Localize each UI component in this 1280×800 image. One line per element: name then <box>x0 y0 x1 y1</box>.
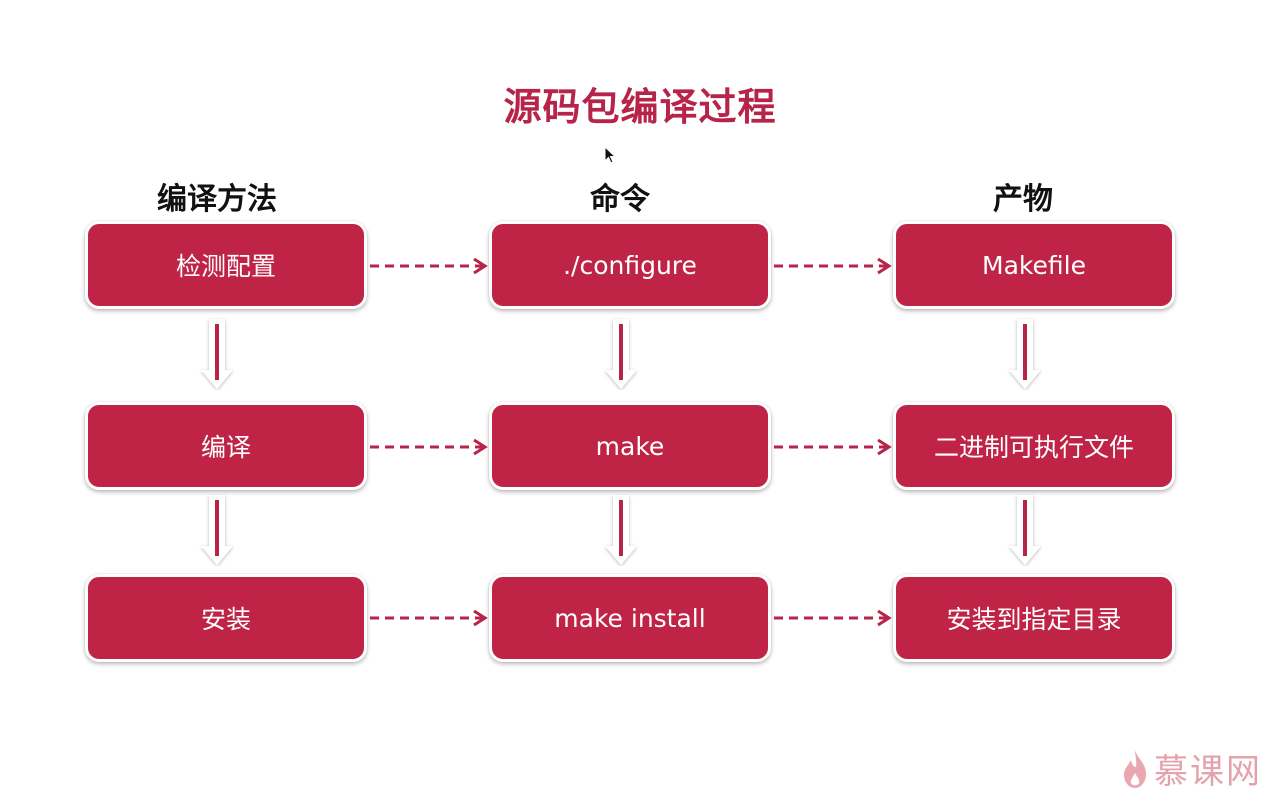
down-arrow-icon <box>201 319 233 389</box>
watermark-logo: 慕课网 <box>1122 744 1262 793</box>
dashed-arrow-right-icon <box>774 609 892 627</box>
mouse-cursor-icon <box>604 146 617 164</box>
column-header-command: 命令 <box>590 182 650 217</box>
column-header-method: 编译方法 <box>157 182 277 217</box>
down-arrow-icon <box>605 319 637 389</box>
logo-text: 慕课网 <box>1154 752 1262 792</box>
down-arrow-icon <box>605 495 637 565</box>
dashed-arrow-right-icon <box>774 257 892 275</box>
box-product-binary: 二进制可执行文件 <box>893 402 1175 490</box>
dashed-arrow-right-icon <box>370 257 488 275</box>
down-arrow-icon <box>1009 319 1041 389</box>
box-product-makefile: Makefile <box>893 221 1175 309</box>
box-product-install-dir: 安装到指定目录 <box>893 574 1175 662</box>
box-method-configure: 检测配置 <box>85 221 367 309</box>
dashed-arrow-right-icon <box>370 609 488 627</box>
down-arrow-icon <box>201 495 233 565</box>
box-method-compile: 编译 <box>85 402 367 490</box>
column-header-product: 产物 <box>993 182 1053 217</box>
box-method-install: 安装 <box>85 574 367 662</box>
diagram-title: 源码包编译过程 <box>503 85 777 129</box>
box-command-make-install: make install <box>489 574 771 662</box>
box-command-configure: ./configure <box>489 221 771 309</box>
down-arrow-icon <box>1009 495 1041 565</box>
dashed-arrow-right-icon <box>774 438 892 456</box>
box-command-make: make <box>489 402 771 490</box>
flame-icon <box>1124 749 1146 788</box>
dashed-arrow-right-icon <box>370 438 488 456</box>
